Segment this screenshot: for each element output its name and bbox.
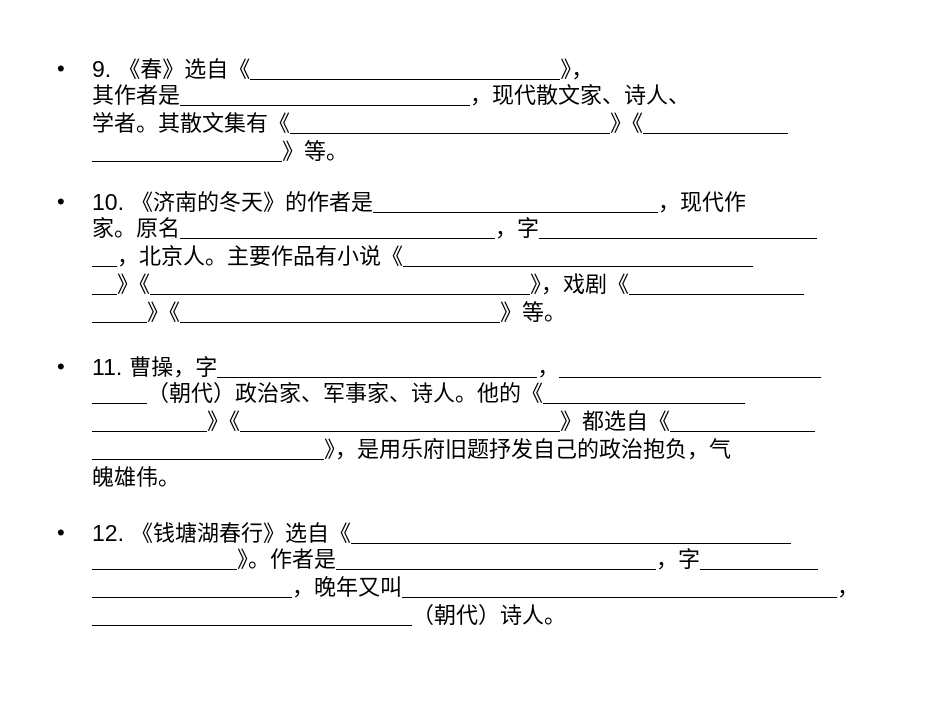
question-text: 》都选自《 [560, 410, 671, 435]
question-text: 》，是用乐府旧题抒发自己的政治抱负，气 [324, 438, 732, 463]
question-text: 》等。 [500, 301, 567, 326]
answer-blank[interactable] [250, 57, 561, 80]
answer-blank[interactable] [92, 300, 147, 323]
question-text: ，北京人。主要作品有小说《 [117, 245, 404, 270]
text-line: 10. 《济南的冬天》的作者是 ，现代作 [92, 188, 746, 216]
answer-blank[interactable] [539, 216, 818, 239]
text-line: ，北京人。主要作品有小说《 [92, 244, 754, 272]
question-text: ，现代散文家、诗人、 [470, 84, 691, 109]
answer-blank[interactable] [92, 381, 147, 404]
question-text: ，现代作 [658, 191, 747, 216]
text-line: 》等。 [92, 139, 348, 167]
question-text: 》，戏剧《 [530, 273, 630, 298]
answer-blank[interactable] [180, 83, 471, 106]
answer-blank[interactable] [670, 409, 816, 432]
text-line: 其作者是 ，现代散文家、诗人、 [92, 83, 690, 111]
question-text: 》《 [117, 273, 151, 298]
bullet-icon: • [57, 56, 65, 81]
question-text: 《济南的冬天》的作者是 [130, 191, 373, 216]
text-line: 》，是用乐府旧题抒发自己的政治抱负，气 [92, 437, 731, 465]
question-text: ，字 [656, 548, 701, 573]
question-text: ，晚年又叫 [292, 576, 403, 601]
question-text: 》等。 [282, 140, 349, 165]
answer-blank[interactable] [290, 111, 611, 134]
answer-blank[interactable] [180, 300, 501, 323]
text-line: 》《 》，戏剧《 [92, 272, 805, 300]
answer-blank[interactable] [92, 272, 117, 295]
question-text: 曹操，字 [129, 356, 218, 381]
answer-blank[interactable] [92, 547, 237, 570]
text-line: （朝代）诗人。 [92, 603, 566, 631]
answer-blank[interactable] [180, 216, 496, 239]
text-line: （朝代）政治家、军事家、诗人。他的《 [92, 381, 746, 409]
answer-blank[interactable] [217, 355, 538, 378]
answer-blank[interactable] [150, 272, 531, 295]
question-text: 《钱塘湖春行》选自《 [130, 522, 351, 547]
bullet-icon: • [57, 354, 65, 379]
answer-blank[interactable] [700, 547, 819, 570]
question-text: 《春》选自《 [118, 58, 251, 83]
question-number: 10. [92, 189, 124, 215]
answer-blank[interactable] [351, 521, 791, 544]
question-text: （朝代）诗人。 [412, 604, 567, 629]
answer-blank[interactable] [336, 547, 657, 570]
question-text: （朝代）政治家、军事家、诗人。他的《 [147, 382, 544, 407]
answer-blank[interactable] [559, 355, 822, 378]
text-line: 学者。其散文集有《 》《 [92, 111, 789, 139]
question-text: 》， [560, 58, 594, 83]
question-text: 》。作者是 [237, 548, 337, 573]
bullet-icon: • [57, 520, 65, 545]
text-line: 11. 曹操，字 ， [92, 353, 822, 381]
answer-blank[interactable] [402, 575, 838, 598]
answer-blank[interactable] [92, 244, 117, 267]
text-line: ，晚年又叫 ， [92, 575, 859, 603]
question-text: 学者。其散文集有《 [92, 112, 291, 137]
answer-blank[interactable] [240, 409, 561, 432]
question-text: 其作者是 [92, 84, 181, 109]
text-line: 》《 》都选自《 [92, 409, 816, 437]
bullet-icon: • [57, 189, 65, 214]
question-number: 9. [92, 56, 112, 82]
question-text: 》《 [610, 112, 644, 137]
question-text: 》《 [207, 410, 241, 435]
question-text: 》《 [147, 301, 181, 326]
text-line: 魄雄伟。 [92, 465, 180, 493]
text-line: 》。作者是 ，字 [92, 547, 819, 575]
question-number: 11. [92, 354, 123, 380]
answer-blank[interactable] [92, 409, 207, 432]
answer-blank[interactable] [92, 575, 292, 598]
answer-blank[interactable] [92, 139, 282, 162]
question-text: 家。原名 [92, 217, 181, 242]
answer-blank[interactable] [403, 244, 754, 267]
question-number: 12. [92, 520, 124, 546]
answer-blank[interactable] [92, 437, 324, 460]
text-line: 家。原名 ，字 [92, 216, 818, 244]
answer-blank[interactable] [543, 381, 746, 404]
question-text: ， [537, 356, 560, 381]
question-text: ，字 [495, 217, 540, 242]
text-line: 》《 》等。 [92, 300, 566, 328]
text-line: 9. 《春》选自《 》， [92, 55, 593, 83]
answer-blank[interactable] [373, 190, 658, 213]
answer-blank[interactable] [629, 272, 805, 295]
answer-blank[interactable] [643, 111, 789, 134]
text-line: 12. 《钱塘湖春行》选自《 [92, 519, 791, 547]
answer-blank[interactable] [92, 603, 412, 626]
question-text: ， [837, 576, 860, 601]
question-text: 魄雄伟。 [92, 466, 181, 491]
